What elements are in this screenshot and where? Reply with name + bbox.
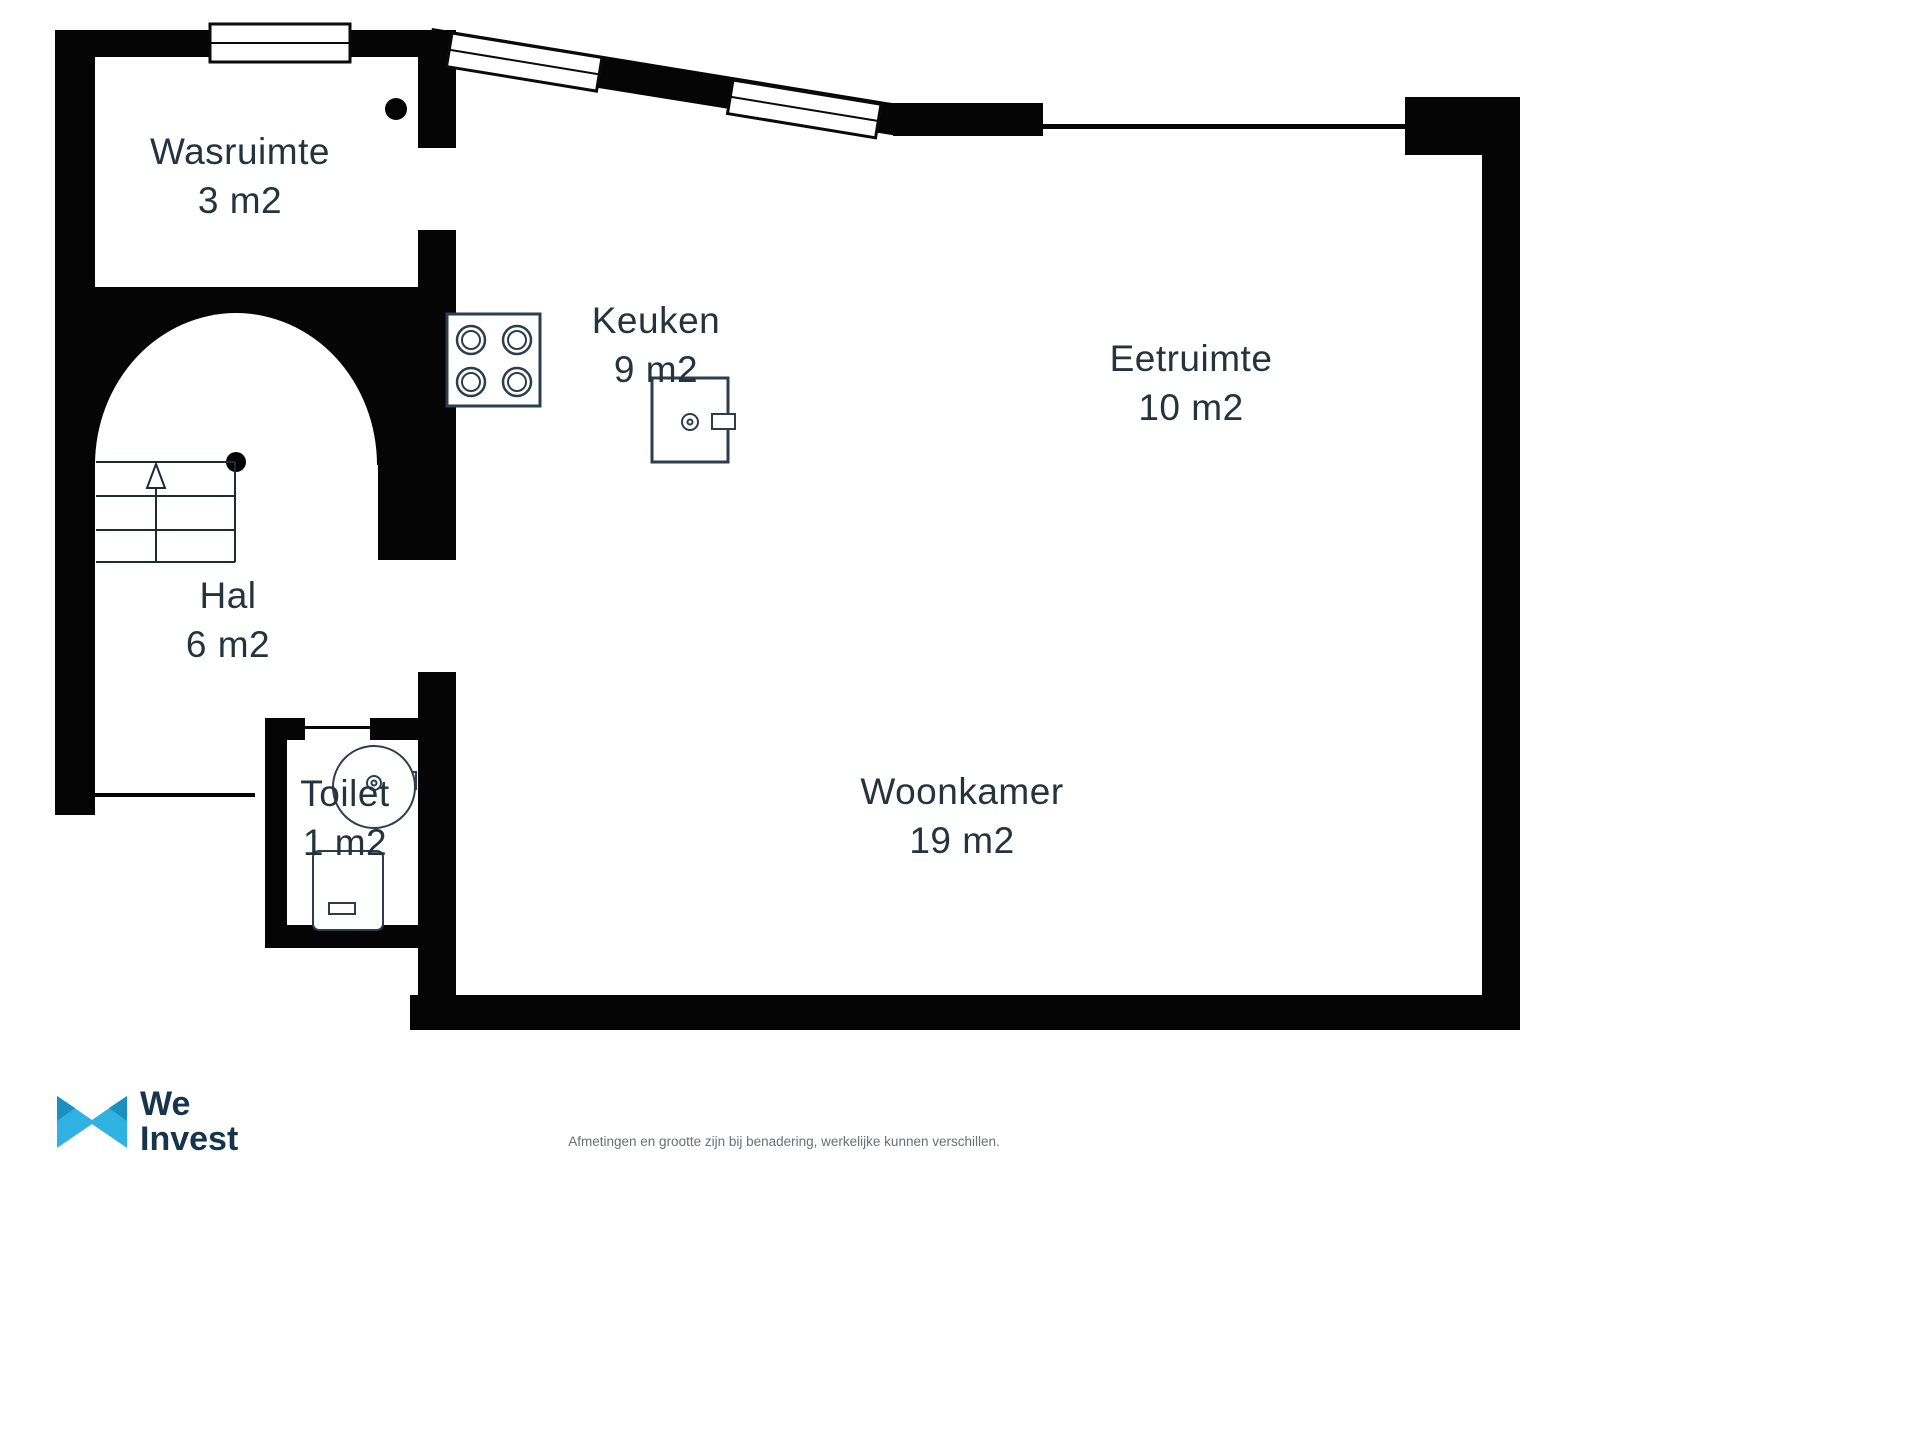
- room-area: 19 m2: [909, 819, 1015, 861]
- hall-arch: [95, 313, 377, 465]
- logo-line2: Invest: [140, 1119, 239, 1158]
- door-pivot-dot: [385, 98, 407, 120]
- room-name: Toilet: [300, 773, 390, 814]
- stairs-icon: [96, 461, 236, 563]
- toilet-icon: [312, 745, 417, 931]
- room-label-wasruimte: Wasruimte 3 m2: [150, 128, 330, 226]
- room-area: 1 m2: [302, 821, 388, 863]
- weinvest-logo-icon: [57, 1096, 127, 1148]
- room-area: 9 m2: [613, 348, 699, 390]
- room-name: Woonkamer: [860, 771, 1064, 812]
- logo-line1: We: [140, 1085, 191, 1123]
- window-icon: [725, 78, 883, 140]
- room-name: Eetruimte: [1109, 338, 1273, 379]
- room-area: 3 m2: [197, 179, 283, 221]
- room-label-toilet: Toilet 1 m2: [300, 770, 389, 868]
- room-area: 10 m2: [1138, 386, 1244, 428]
- disclaimer-text: Afmetingen en grootte zijn bij benaderin…: [568, 1134, 1000, 1149]
- logo-text: We Invest: [140, 1087, 238, 1156]
- room-label-eetruimte: Eetruimte 10 m2: [1110, 335, 1273, 433]
- room-label-hal: Hal 6 m2: [186, 572, 270, 670]
- sink-icon: [650, 376, 736, 464]
- cooktop-icon: [445, 312, 542, 408]
- room-name: Keuken: [591, 300, 721, 341]
- room-label-woonkamer: Woonkamer 19 m2: [860, 768, 1063, 866]
- room-area: 6 m2: [185, 623, 271, 665]
- room-label-keuken: Keuken 9 m2: [592, 297, 721, 395]
- window-icon: [444, 31, 604, 93]
- room-name: Hal: [199, 575, 257, 616]
- window-icon: [208, 22, 352, 64]
- room-name: Wasruimte: [150, 131, 330, 172]
